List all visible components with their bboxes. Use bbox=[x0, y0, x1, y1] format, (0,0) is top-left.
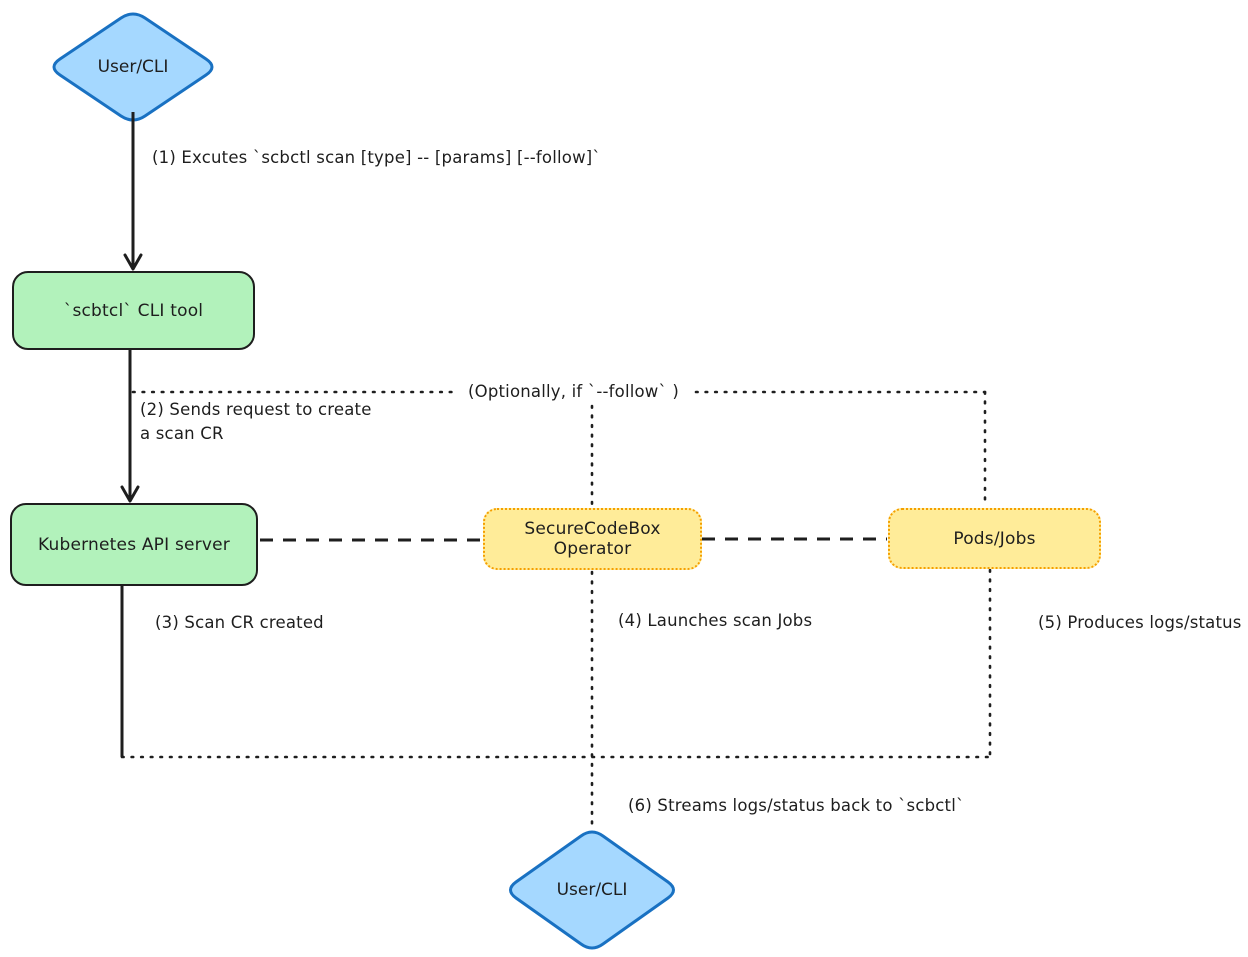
edge-label-step4: (4) Launches scan Jobs bbox=[618, 611, 813, 630]
edge-step1-arrowhead bbox=[123, 253, 143, 271]
edge-label-step5: (5) Produces logs/status bbox=[1038, 613, 1242, 632]
node-kubernetes-api-server: Kubernetes API server bbox=[10, 503, 258, 586]
node-kubernetes-api-server-label: Kubernetes API server bbox=[38, 534, 230, 555]
edge-label-step2: (2) Sends request to create a scan CR bbox=[140, 400, 372, 443]
edge-label-step6: (6) Streams logs/status back to `scbctl` bbox=[628, 796, 965, 815]
user-cli-top-diamond-shape bbox=[52, 12, 214, 122]
edge-label-optional: (Optionally, if `--follow` ) bbox=[468, 382, 680, 401]
node-scbtcl-cli-tool: `scbtcl` CLI tool bbox=[12, 271, 255, 350]
node-securecodebox-operator-label: SecureCodeBox Operator bbox=[524, 519, 661, 559]
node-scbtcl-cli-tool-label: `scbtcl` CLI tool bbox=[63, 300, 204, 321]
user-cli-bottom-diamond-shape bbox=[509, 830, 675, 950]
edge-label-step3: (3) Scan CR created bbox=[155, 613, 324, 632]
node-pods-jobs: Pods/Jobs bbox=[888, 508, 1101, 569]
edge-label-step1: (1) Excutes `scbctl scan [type] -- [para… bbox=[152, 148, 601, 167]
node-pods-jobs-label: Pods/Jobs bbox=[953, 528, 1036, 549]
node-securecodebox-operator: SecureCodeBox Operator bbox=[483, 508, 702, 570]
edge-step2-arrowhead bbox=[120, 485, 140, 503]
